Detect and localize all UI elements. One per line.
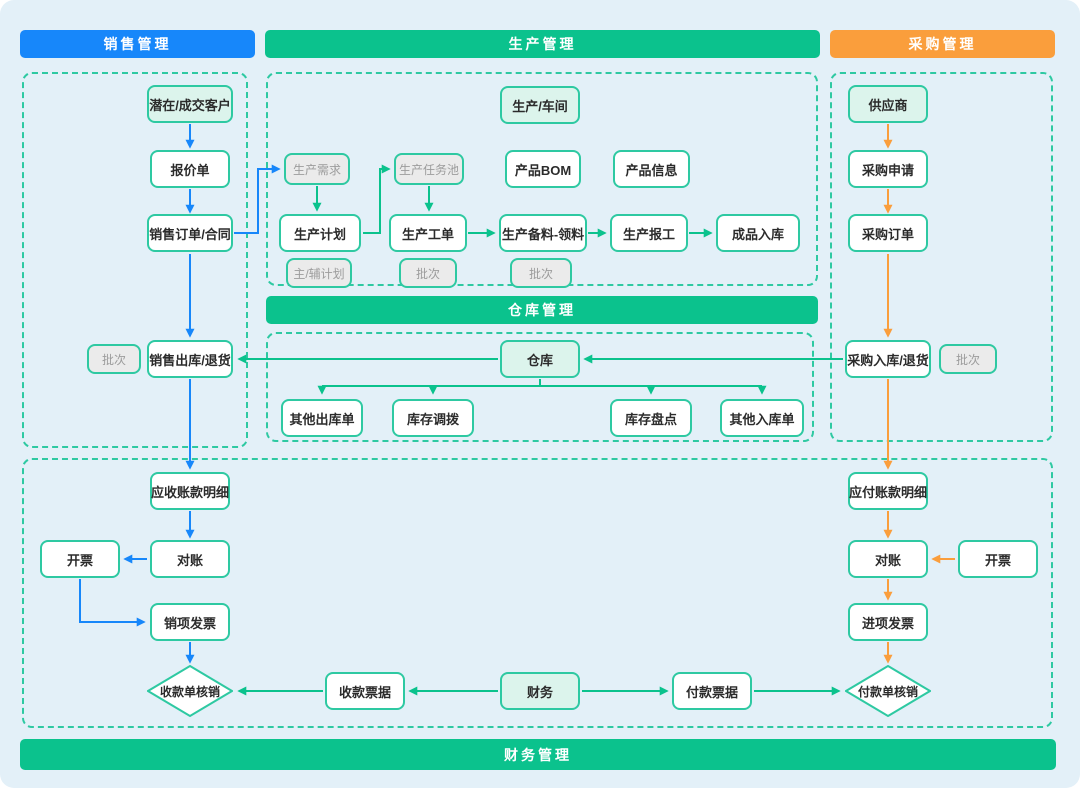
node-product-info[interactable]: 产品信息 <box>613 150 690 188</box>
tag-main-aux-plan: 主/辅计划 <box>286 258 352 288</box>
node-reconcile-sales[interactable]: 对账 <box>150 540 230 578</box>
diamond-label: 付款单核销 <box>857 684 918 699</box>
node-stock-transfer[interactable]: 库存调拨 <box>392 399 474 437</box>
node-ap-detail[interactable]: 应付账款明细 <box>848 472 928 510</box>
footer-finance-management: 财务管理 <box>20 739 1056 770</box>
node-customer[interactable]: 潜在/成交客户 <box>147 85 233 123</box>
node-product-bom[interactable]: 产品BOM <box>505 150 581 188</box>
diamond-label: 收款单核销 <box>159 684 220 699</box>
node-invoice-purchase[interactable]: 开票 <box>958 540 1038 578</box>
node-purchase-inbound[interactable]: 采购入库/退货 <box>845 340 931 378</box>
node-purchase-order[interactable]: 采购订单 <box>848 214 928 252</box>
tag-batch-material: 批次 <box>510 258 572 288</box>
warehouse-region <box>266 332 814 442</box>
header-production-management: 生产管理 <box>265 30 820 58</box>
node-finance[interactable]: 财务 <box>500 672 580 710</box>
node-payment-note[interactable]: 付款票据 <box>672 672 752 710</box>
node-ar-detail[interactable]: 应收账款明细 <box>150 472 230 510</box>
node-quotation[interactable]: 报价单 <box>150 150 230 188</box>
node-invoice-sales[interactable]: 开票 <box>40 540 120 578</box>
node-reconcile-purchase[interactable]: 对账 <box>848 540 928 578</box>
node-finished-inbound[interactable]: 成品入库 <box>716 214 800 252</box>
header-sales-management: 销售管理 <box>20 30 255 58</box>
node-receipt-note[interactable]: 收款票据 <box>325 672 405 710</box>
sales-region <box>22 72 248 448</box>
node-prod-plan[interactable]: 生产计划 <box>279 214 361 252</box>
header-purchase-management: 采购管理 <box>830 30 1055 58</box>
tag-batch-purchase: 批次 <box>939 344 997 374</box>
diamond-shape <box>147 665 233 717</box>
node-stock-check[interactable]: 库存盘点 <box>610 399 692 437</box>
node-other-outbound[interactable]: 其他出库单 <box>281 399 363 437</box>
purchase-region <box>830 72 1053 442</box>
node-prod-task-pool[interactable]: 生产任务池 <box>394 153 464 185</box>
node-sales-outbound[interactable]: 销售出库/退货 <box>147 340 233 378</box>
node-prod-report[interactable]: 生产报工 <box>610 214 688 252</box>
node-input-invoice[interactable]: 进项发票 <box>848 603 928 641</box>
header-warehouse-management: 仓库管理 <box>266 296 818 324</box>
tag-batch-sales: 批次 <box>87 344 141 374</box>
node-prod-demand[interactable]: 生产需求 <box>284 153 350 185</box>
node-prod-material[interactable]: 生产备料-领料 <box>499 214 587 252</box>
node-warehouse[interactable]: 仓库 <box>500 340 580 378</box>
node-other-inbound[interactable]: 其他入库单 <box>720 399 804 437</box>
tag-batch-work-order: 批次 <box>399 258 457 288</box>
node-sales-invoice[interactable]: 销项发票 <box>150 603 230 641</box>
diamond-shape <box>845 665 931 717</box>
node-sales-order[interactable]: 销售订单/合同 <box>147 214 233 252</box>
node-supplier[interactable]: 供应商 <box>848 85 928 123</box>
node-purchase-request[interactable]: 采购申请 <box>848 150 928 188</box>
node-workshop[interactable]: 生产/车间 <box>500 86 580 124</box>
finance-region <box>22 458 1053 728</box>
node-receipt-writeoff[interactable]: 收款单核销 <box>147 665 233 717</box>
node-prod-work-order[interactable]: 生产工单 <box>389 214 467 252</box>
node-payment-writeoff[interactable]: 付款单核销 <box>845 665 931 717</box>
